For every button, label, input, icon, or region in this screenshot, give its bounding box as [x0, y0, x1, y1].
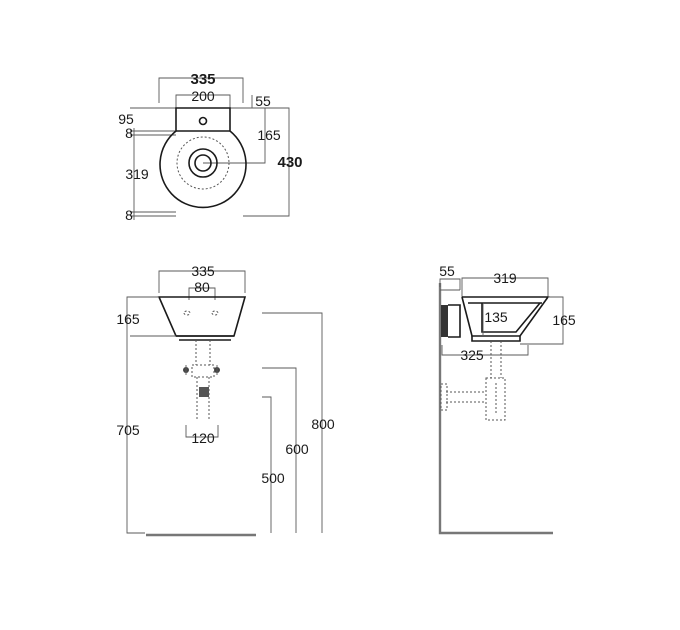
tap-hole	[198, 116, 208, 126]
top-gap-bottom-label: 8	[125, 207, 133, 223]
front-floor-to-bowl-label: 705	[116, 422, 140, 438]
top-basin-outline	[159, 107, 247, 209]
side-top-width-label: 319	[493, 270, 517, 286]
side-wall	[438, 283, 553, 535]
side-inner-depth-label: 135	[484, 309, 508, 325]
side-view: 55 319 135 165 325	[438, 263, 576, 535]
front-hole-spacing-label: 80	[194, 279, 210, 295]
front-level-800-label: 800	[311, 416, 335, 432]
front-trap-square	[199, 387, 209, 397]
top-width-label: 335	[190, 71, 215, 88]
front-trap-width-label: 120	[191, 430, 215, 446]
top-offset-label: 55	[255, 93, 271, 109]
top-bowl-depth-label: 319	[125, 166, 149, 182]
front-basin-body	[157, 296, 247, 337]
front-level-500-label: 500	[261, 470, 285, 486]
top-gap-top-label: 8	[125, 125, 133, 141]
side-height-label: 165	[552, 312, 576, 328]
front-view: 335 80 120 165 705 500 600 800	[116, 263, 335, 537]
top-platform-width-label: 200	[191, 88, 215, 104]
top-center-distance-label: 165	[257, 127, 281, 143]
front-height-label: 165	[116, 311, 140, 327]
top-total-depth-label: 430	[277, 154, 302, 171]
front-width-label: 335	[191, 263, 215, 279]
side-mounting-block	[441, 305, 448, 337]
side-wall-offset-label: 55	[439, 263, 455, 279]
side-base-width-label: 325	[460, 347, 484, 363]
top-back-depth-label: 95	[118, 111, 134, 127]
front-level-600-label: 600	[285, 441, 309, 457]
top-view: 335 200 55 95 8 319 8 165 430	[118, 71, 302, 223]
